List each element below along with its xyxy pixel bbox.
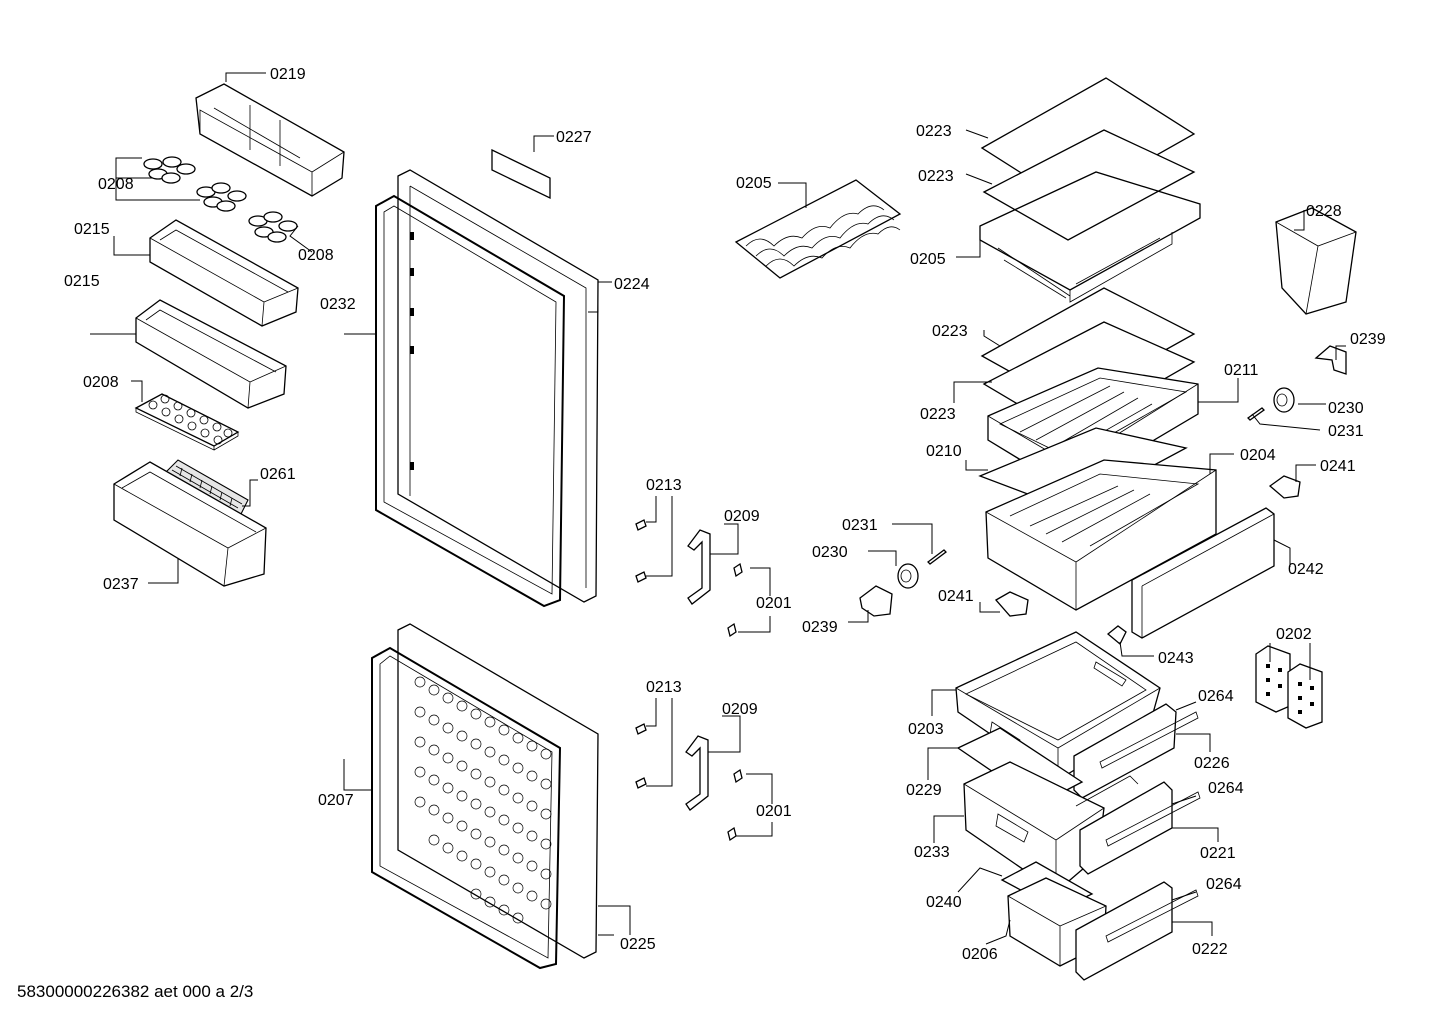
callout-0233: 0233 [914,844,950,861]
part-0231-pin-upper [1246,407,1266,421]
part-0213-screws-lower [635,723,647,789]
callout-0264: 0264 [1198,688,1234,705]
callout-0242: 0242 [1288,561,1324,578]
callout-0224: 0224 [614,276,650,293]
part-0204-crisper [985,459,1217,611]
part-0225-freezer-door [397,623,599,959]
callout-0237: 0237 [103,576,139,593]
part-0230-roller-upper [1273,387,1295,413]
callout-0208: 0208 [83,374,119,391]
part-0209-handle-upper [687,529,711,605]
callout-0223: 0223 [920,406,956,423]
callout-0207: 0207 [318,792,354,809]
callout-0213: 0213 [646,679,682,696]
callout-0230: 0230 [1328,400,1364,417]
callout-0201: 0201 [756,595,792,612]
part-0230-roller-lower [897,563,919,589]
callout-0213: 0213 [646,477,682,494]
callout-0209: 0209 [722,701,758,718]
callout-0223: 0223 [918,168,954,185]
part-0202-cold-packs [1255,645,1323,729]
callout-0231: 0231 [1328,423,1364,440]
part-0205-bottle-rack [734,179,902,279]
callout-0226: 0226 [1194,755,1230,772]
callout-0206: 0206 [962,946,998,963]
callout-0208: 0208 [98,176,134,193]
callout-0209: 0209 [724,508,760,525]
callout-0204: 0204 [1240,447,1276,464]
part-0231-pin-lower [927,549,947,565]
callout-0223: 0223 [916,123,952,140]
callout-0219: 0219 [270,66,306,83]
callout-0223: 0223 [932,323,968,340]
callout-0231: 0231 [842,517,878,534]
part-0226-front-panel-top [1073,703,1199,799]
callout-0230: 0230 [812,544,848,561]
part-0213-screws-upper [635,519,647,583]
callout-0264: 0264 [1208,780,1244,797]
part-0228-box [1275,207,1357,315]
callout-0215: 0215 [74,221,110,238]
part-0242-front-panel [1131,507,1275,639]
callout-labels: 0219 0208 0208 0215 0215 0208 0261 0237 … [64,66,1386,963]
part-0208-egg-tray [134,393,240,451]
part-0223-glass-shelf-2 [982,129,1196,241]
callout-0241: 0241 [1320,458,1356,475]
part-0208-egg-insert-b [196,182,247,212]
callout-0229: 0229 [906,782,942,799]
part-0209-handle-lower [685,735,709,811]
callout-0222: 0222 [1192,941,1228,958]
callout-0211: 0211 [1224,362,1259,379]
callout-0225: 0225 [620,936,656,953]
callout-0241: 0241 [938,588,974,605]
part-0215-door-shelf-lower [135,299,287,409]
part-0233-freezer-drawer-middle [963,761,1139,893]
callout-0202: 0202 [1276,626,1312,643]
part-0243-clip [1106,625,1127,646]
part-0215-door-shelf-upper [149,219,299,327]
callout-0232: 0232 [320,296,356,313]
callout-0227: 0227 [556,129,592,146]
callout-0201: 0201 [756,803,792,820]
part-0227-label [491,148,551,200]
callout-0228: 0228 [1306,203,1342,220]
part-0232-fridge-gasket [375,194,566,608]
leader-lines [90,72,1346,945]
callout-0208: 0208 [298,247,334,264]
part-0201-caps-lower [727,768,743,842]
part-0219-butter-compartment [195,83,345,197]
part-0241-clip-lower [994,591,1029,617]
callout-0239: 0239 [802,619,838,636]
callout-0205: 0205 [910,251,946,268]
part-0208-egg-insert-c [248,211,298,243]
callout-0203: 0203 [908,721,944,738]
document-footer-id: 58300000226382 aet 000 a 2/3 [17,982,254,1001]
callout-0210: 0210 [926,443,962,460]
part-0207-freezer-gasket [371,646,562,970]
callout-0215: 0215 [64,273,100,290]
callout-0240: 0240 [926,894,962,911]
callout-0221: 0221 [1200,845,1236,862]
callout-0261: 0261 [260,466,296,483]
callout-0243: 0243 [1158,650,1194,667]
callout-0205: 0205 [736,175,772,192]
part-0237-bottle-shelf [113,461,267,587]
part-0241-clip-upper [1268,475,1301,499]
callout-0264: 0264 [1206,876,1242,893]
part-0208-egg-insert-a [143,156,196,184]
part-0222-front-panel-bottom [1075,881,1199,981]
part-0201-caps-upper [727,562,743,638]
part-0239-hinge-lower [859,585,893,617]
part-0239-hinge-upper [1314,345,1347,375]
callout-0239: 0239 [1350,331,1386,348]
part-0224-fridge-door [397,169,599,603]
